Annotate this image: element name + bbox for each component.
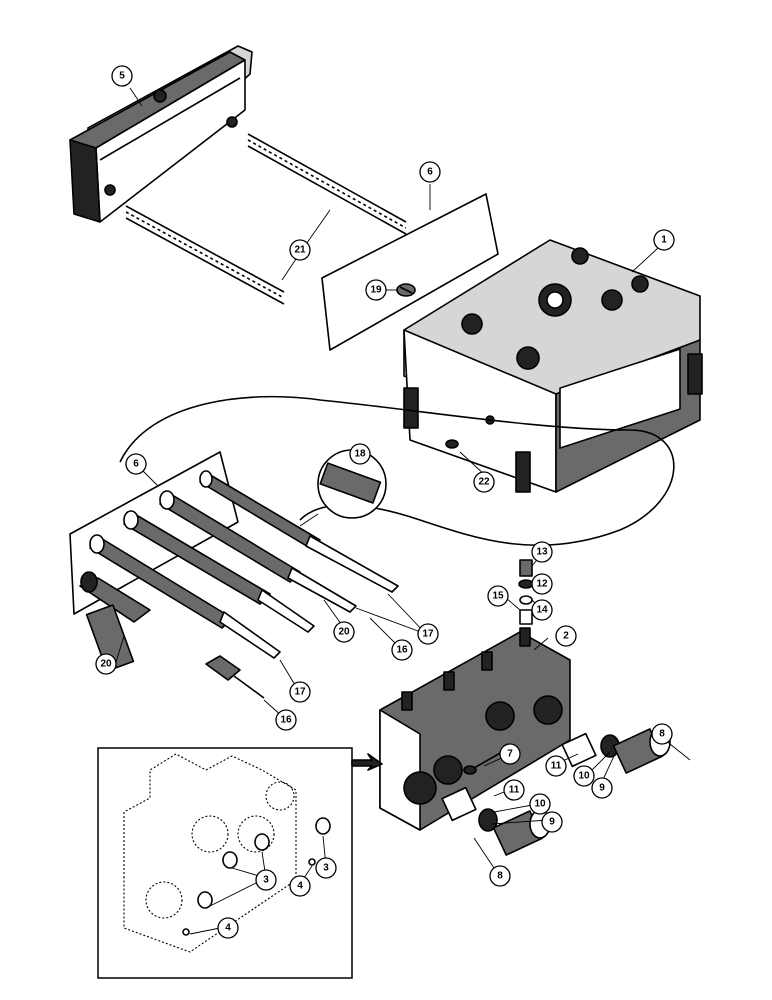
spool-2 bbox=[159, 490, 357, 613]
svg-text:20: 20 bbox=[338, 627, 350, 638]
svg-text:16: 16 bbox=[280, 715, 292, 726]
spring-lower bbox=[125, 205, 285, 305]
cover-plate bbox=[69, 45, 253, 223]
callout-10-second: 10 bbox=[529, 793, 551, 815]
svg-text:3: 3 bbox=[263, 875, 269, 886]
callout-6-lower: 6 bbox=[125, 453, 147, 475]
callout-17: 17 bbox=[417, 623, 439, 645]
callout-8: 8 bbox=[651, 723, 673, 745]
callout-16: 16 bbox=[391, 639, 413, 661]
callout-3: 3 bbox=[315, 857, 337, 879]
spring-upper bbox=[247, 133, 407, 235]
callout-16-second: 16 bbox=[275, 709, 297, 731]
gasket-upper bbox=[321, 193, 499, 351]
callout-4: 4 bbox=[289, 875, 311, 897]
callout-9-second: 9 bbox=[541, 811, 563, 833]
callout-4-second: 4 bbox=[217, 917, 239, 939]
callouts: 5 6 1 21 19 22 18 6 13 12 15 14 17 16 20… bbox=[95, 65, 675, 939]
callout-20-second: 20 bbox=[333, 621, 355, 643]
callout-22: 22 bbox=[473, 471, 495, 493]
svg-text:4: 4 bbox=[297, 881, 303, 892]
screw bbox=[463, 751, 503, 775]
callout-20: 20 bbox=[95, 653, 117, 675]
callout-13: 13 bbox=[531, 541, 553, 563]
svg-text:2: 2 bbox=[563, 631, 569, 642]
spool-1 bbox=[199, 470, 399, 593]
svg-text:8: 8 bbox=[497, 871, 503, 882]
svg-text:20: 20 bbox=[100, 659, 112, 670]
callout-8-second: 8 bbox=[489, 865, 511, 887]
callout-2: 2 bbox=[555, 625, 577, 647]
svg-text:22: 22 bbox=[478, 477, 490, 488]
svg-text:5: 5 bbox=[119, 71, 125, 82]
inset-pointer bbox=[351, 753, 383, 771]
callout-10: 10 bbox=[573, 765, 595, 787]
spool-4 bbox=[89, 534, 281, 659]
svg-text:16: 16 bbox=[396, 645, 408, 656]
callout-3-second: 3 bbox=[255, 869, 277, 891]
callout-18: 18 bbox=[349, 443, 371, 465]
svg-text:10: 10 bbox=[578, 771, 590, 782]
set-screw bbox=[445, 439, 459, 449]
callout-17-second: 17 bbox=[289, 681, 311, 703]
callout-9: 9 bbox=[591, 777, 613, 799]
callout-11-second: 11 bbox=[503, 779, 525, 801]
valve-housing bbox=[403, 239, 703, 493]
callout-12: 12 bbox=[531, 573, 553, 595]
svg-text:17: 17 bbox=[422, 629, 434, 640]
gasket-lower bbox=[69, 451, 239, 615]
svg-text:11: 11 bbox=[509, 785, 520, 796]
svg-text:11: 11 bbox=[551, 761, 562, 772]
svg-text:13: 13 bbox=[536, 547, 548, 558]
check-stack bbox=[518, 559, 534, 625]
inset-panel bbox=[97, 747, 383, 979]
svg-text:19: 19 bbox=[370, 285, 382, 296]
callout-1: 1 bbox=[653, 229, 675, 251]
svg-text:8: 8 bbox=[659, 729, 665, 740]
svg-text:9: 9 bbox=[549, 817, 555, 828]
assembly-outline bbox=[119, 395, 675, 546]
callout-7: 7 bbox=[499, 743, 521, 765]
callout-21: 21 bbox=[289, 239, 311, 261]
svg-text:18: 18 bbox=[354, 449, 366, 460]
svg-text:6: 6 bbox=[133, 459, 139, 470]
svg-text:15: 15 bbox=[492, 591, 504, 602]
callout-5: 5 bbox=[111, 65, 133, 87]
spool-3 bbox=[123, 510, 315, 633]
svg-text:9: 9 bbox=[599, 783, 605, 794]
plug bbox=[396, 283, 416, 297]
detail-circle bbox=[299, 449, 387, 527]
svg-text:3: 3 bbox=[323, 863, 329, 874]
callout-14: 14 bbox=[531, 599, 553, 621]
spool-5 bbox=[79, 571, 151, 672]
svg-text:6: 6 bbox=[427, 167, 433, 178]
manifold-block bbox=[379, 627, 571, 831]
svg-text:1: 1 bbox=[661, 235, 667, 246]
pin bbox=[205, 655, 265, 699]
svg-text:14: 14 bbox=[536, 605, 548, 616]
svg-text:7: 7 bbox=[507, 749, 513, 760]
callout-6: 6 bbox=[419, 161, 441, 183]
svg-text:10: 10 bbox=[534, 799, 546, 810]
svg-text:21: 21 bbox=[294, 245, 306, 256]
svg-text:12: 12 bbox=[536, 579, 548, 590]
callout-11: 11 bbox=[545, 755, 567, 777]
callout-19: 19 bbox=[365, 279, 387, 301]
callout-15: 15 bbox=[487, 585, 509, 607]
svg-text:4: 4 bbox=[225, 923, 231, 934]
svg-text:17: 17 bbox=[294, 687, 306, 698]
